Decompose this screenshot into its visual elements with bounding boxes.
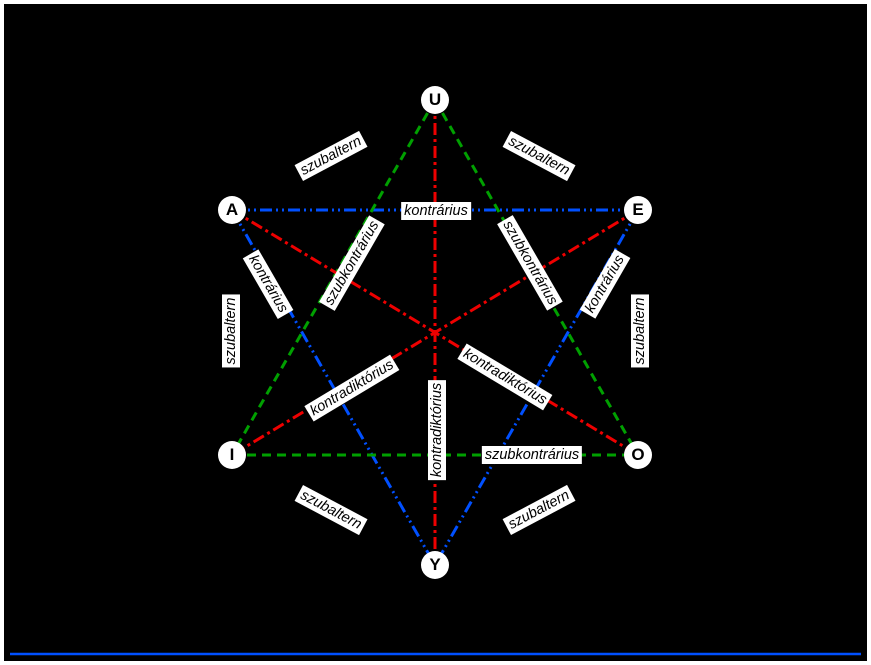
label-kontrarius-a-e: kontrárius <box>401 202 471 220</box>
node-I: I <box>218 441 246 469</box>
node-Y: Y <box>421 551 449 579</box>
label-szubkontrarius-i-o: szubkontrárius <box>481 446 583 464</box>
label-szubaltern-a-i: szubaltern <box>222 294 240 368</box>
label-kontradiktorius-u-y: kontradiktórius <box>428 379 446 481</box>
line-szubkontrarius-u-i <box>230 99 437 456</box>
node-U: U <box>421 86 449 114</box>
node-O: O <box>624 441 652 469</box>
line-szubkontrarius-u-o <box>433 99 640 456</box>
node-A: A <box>218 196 246 224</box>
label-szubaltern-e-o: szubaltern <box>631 294 649 368</box>
line-kontradiktorius-e-i <box>231 208 639 457</box>
node-E: E <box>624 196 652 224</box>
